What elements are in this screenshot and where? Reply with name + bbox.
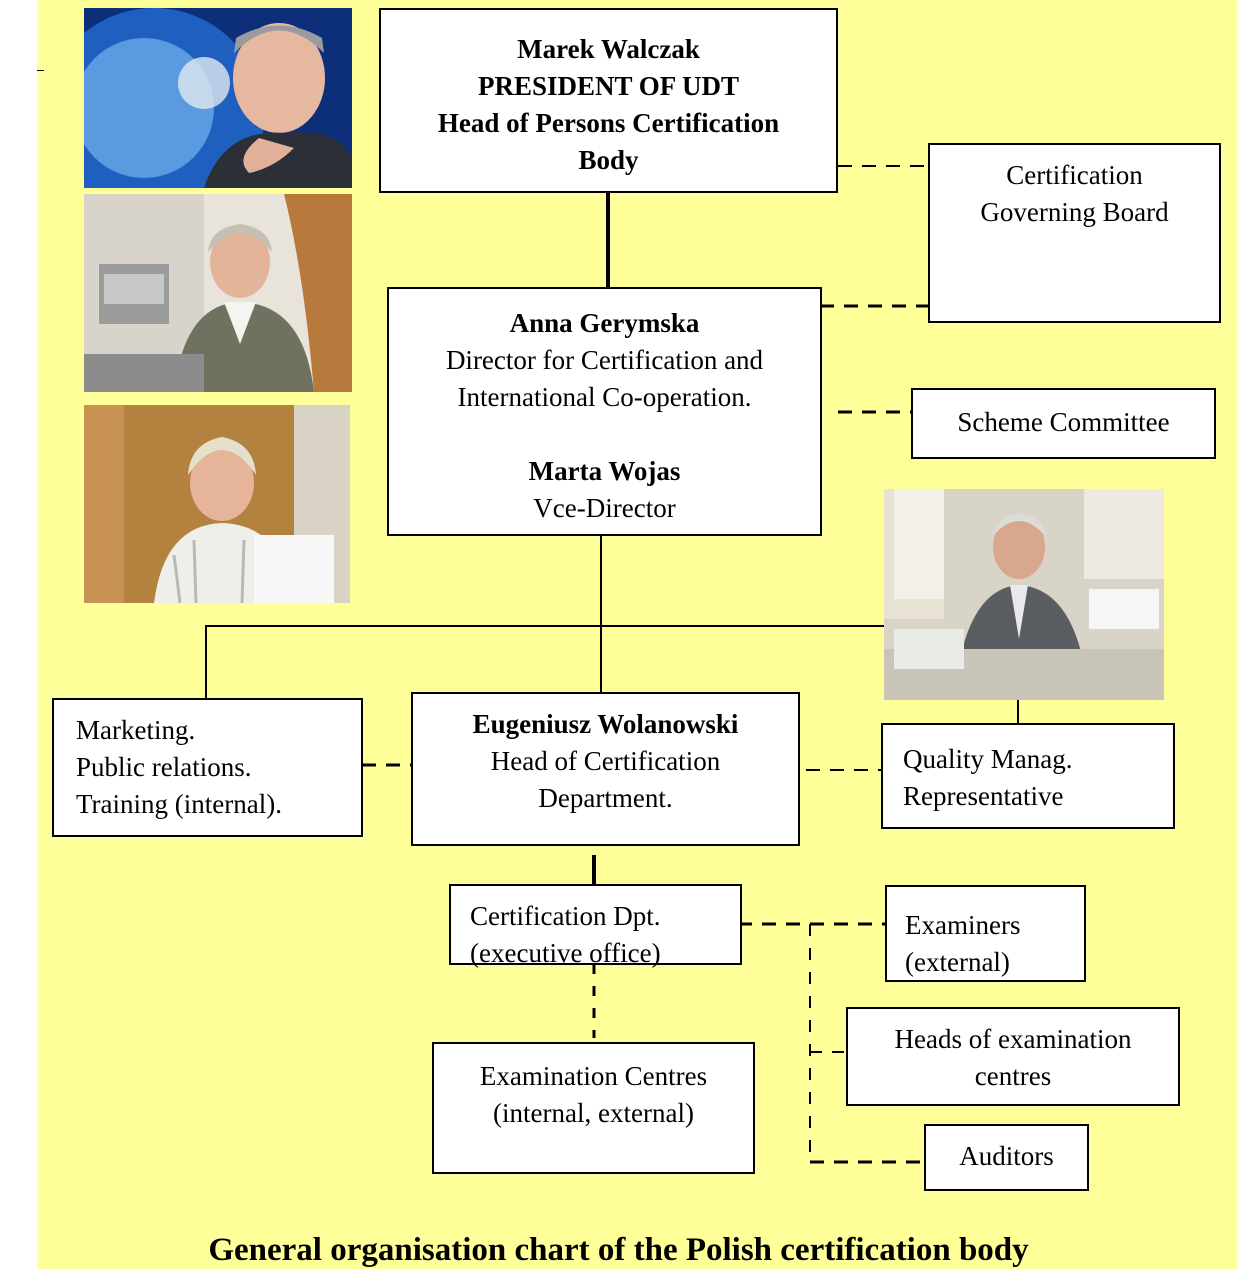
- marketing-box: Marketing. Public relations. Training (i…: [52, 698, 363, 837]
- head-certification-line3: Department.: [538, 783, 673, 813]
- photo-anna-gerymska: [84, 194, 352, 392]
- auditors-label: Auditors: [959, 1141, 1054, 1171]
- president-title: PRESIDENT OF UDT: [477, 71, 740, 101]
- director-role-line2: International Co-operation.: [457, 382, 752, 412]
- governing-board-box: Certification Governing Board: [928, 143, 1221, 323]
- examiners-line2: (external): [905, 947, 1010, 977]
- head-certification-line2: Head of Certification: [490, 746, 721, 776]
- certification-dpt-box: Certification Dpt. (executive office): [449, 884, 742, 968]
- heads-exam-centres-box: Heads of examination centres: [846, 1007, 1180, 1106]
- marketing-line3: Training (internal).: [76, 789, 282, 819]
- director-box: Anna Gerymska Director for Certification…: [387, 287, 822, 536]
- examination-centres-line2: (internal, external): [493, 1098, 694, 1128]
- director-name: Anna Gerymska: [509, 308, 700, 338]
- quality-line2: Representative: [903, 781, 1064, 811]
- president-role: Head of Persons Certification: [437, 108, 780, 138]
- quality-box: Quality Manag. Representative: [881, 723, 1175, 829]
- scheme-committee-box: Scheme Committee: [911, 388, 1216, 459]
- edge-tick: [37, 70, 44, 71]
- auditors-box: Auditors: [924, 1124, 1089, 1191]
- scheme-committee-label: Scheme Committee: [957, 407, 1170, 437]
- deputy-name: Marta Wojas: [528, 456, 681, 486]
- head-certification-name: Eugeniusz Wolanowski: [472, 709, 739, 739]
- deputy-role: Vce-Director: [533, 493, 676, 523]
- president-role-cont: Body: [578, 145, 639, 175]
- quality-line1: Quality Manag.: [903, 744, 1073, 774]
- examination-centres-line1: Examination Centres: [479, 1061, 708, 1091]
- director-role-line1: Director for Certification and: [445, 345, 764, 375]
- president-box: Marek Walczak PRESIDENT OF UDT Head of P…: [379, 8, 838, 193]
- governing-board-line1: Certification: [1006, 160, 1143, 190]
- head-certification-box: Eugeniusz Wolanowski Head of Certificati…: [411, 692, 800, 846]
- examiners-line1: Examiners: [905, 910, 1021, 940]
- marketing-line2: Public relations.: [76, 752, 252, 782]
- marketing-line1: Marketing.: [76, 715, 196, 745]
- photo-eugeniusz-wolanowski: [884, 489, 1164, 700]
- examination-centres-box: Examination Centres (internal, external): [432, 1042, 755, 1174]
- chart-caption: General organisation chart of the Polish…: [208, 1232, 1029, 1268]
- governing-board-line2: Governing Board: [980, 197, 1169, 227]
- examiners-box: Examiners (external): [885, 885, 1086, 982]
- heads-exam-centres-line2: centres: [974, 1061, 1052, 1091]
- photo-marek-walczak: [84, 8, 352, 188]
- photo-marta-wojas: [84, 405, 350, 603]
- heads-exam-centres-line1: Heads of examination: [894, 1024, 1132, 1054]
- certification-dpt-line1: Certification Dpt.: [470, 901, 661, 931]
- certification-dpt-line2: (executive office): [470, 938, 661, 968]
- president-name: Marek Walczak: [517, 34, 700, 64]
